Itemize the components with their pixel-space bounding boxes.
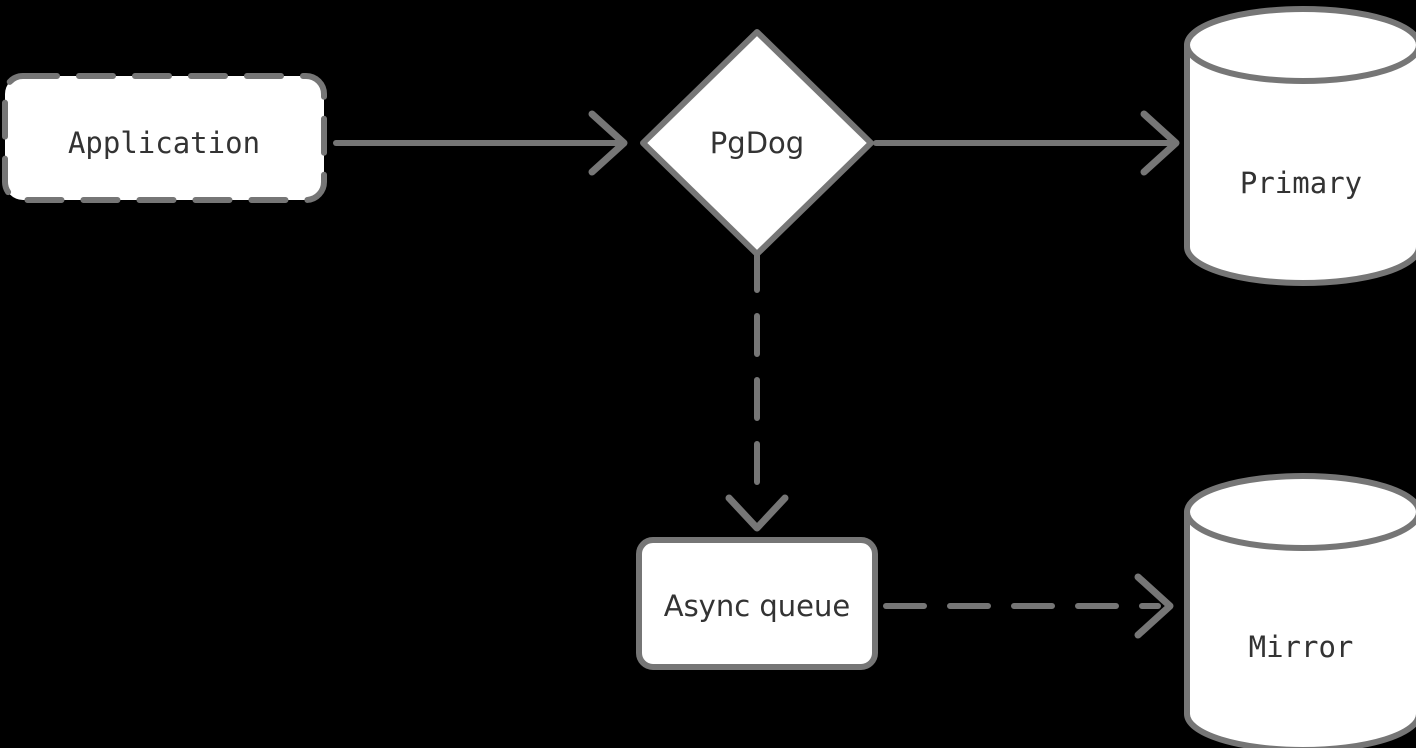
primary-node-top-ellipse	[1184, 6, 1416, 84]
node-async-queue[interactable]: Async queue	[636, 537, 878, 670]
arrowhead-icon	[1140, 110, 1180, 176]
application-node-label: Application	[68, 126, 260, 160]
edge-async-queue-to-mirror	[883, 573, 1174, 639]
async-queue-node-border	[636, 537, 878, 670]
primary-node-body	[1184, 42, 1416, 286]
node-primary[interactable]: Primary	[1184, 6, 1416, 286]
mirror-node-top-fill	[1187, 476, 1416, 548]
arrowhead-icon	[725, 494, 789, 532]
edge-application-to-pgdog	[333, 110, 628, 176]
node-pgdog[interactable]: PgDog	[640, 29, 874, 257]
application-node-border	[2, 73, 327, 203]
primary-node-label: Primary	[1240, 166, 1362, 200]
node-mirror[interactable]: Mirror	[1184, 473, 1416, 748]
pgdog-node-label: PgDog	[710, 126, 804, 160]
primary-node-top-fill	[1187, 9, 1416, 81]
edge-pgdog-to-async-queue	[725, 249, 789, 532]
arrowhead-icon	[1134, 573, 1174, 639]
arrowhead-icon	[588, 110, 628, 176]
mirror-node-body	[1184, 509, 1416, 748]
edge-pgdog-to-primary	[873, 110, 1180, 176]
async-queue-node-label: Async queue	[664, 589, 851, 623]
mirror-node-label: Mirror	[1249, 630, 1354, 664]
mirror-node-top-ellipse	[1184, 473, 1416, 551]
node-application[interactable]: Application	[2, 73, 327, 203]
application-node-fill	[5, 76, 324, 200]
pgdog-node-border	[640, 29, 874, 257]
async-queue-node-fill	[639, 540, 875, 667]
